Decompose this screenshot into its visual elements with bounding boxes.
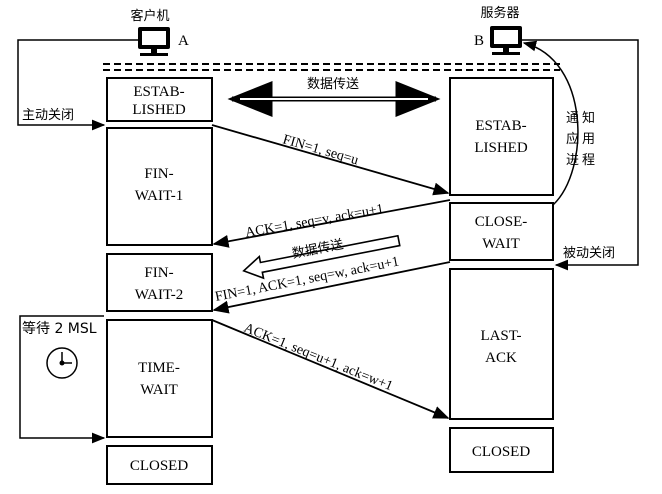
svg-text:CLOSE-: CLOSE-	[475, 214, 528, 230]
msg-label-final-ack: ACK=1, seq=u+1, ack=w+1	[242, 321, 395, 395]
active-close-connector	[17, 39, 138, 131]
svg-text:FIN-: FIN-	[144, 265, 173, 281]
clock-icon	[46, 347, 78, 379]
client-state-time-wait: TIME- WAIT	[106, 319, 213, 438]
svg-text:WAIT-1: WAIT-1	[135, 188, 184, 204]
wait-2msl-connector	[19, 315, 106, 444]
svg-text:CLOSED: CLOSED	[130, 458, 189, 474]
svg-text:WAIT: WAIT	[140, 382, 178, 398]
data-transfer-label-top: 数据传送	[307, 77, 359, 92]
passive-close-connector	[522, 39, 639, 271]
msg-label-ack: ACK=1, seq=v, ack=u+1	[244, 202, 385, 241]
client-computer-icon	[138, 27, 170, 56]
data-transfer-hollow-arrow	[242, 234, 401, 280]
svg-text:WAIT-2: WAIT-2	[135, 287, 184, 303]
server-name: 服务器	[480, 5, 519, 21]
msg-arrow-ack	[212, 199, 451, 248]
server-state-established: ESTAB- LISHED	[449, 77, 554, 196]
svg-text:WAIT: WAIT	[482, 236, 520, 252]
svg-text:应: 应	[566, 131, 579, 147]
notify-app-curve	[522, 40, 579, 206]
client-state-fin-wait-2: FIN- WAIT-2	[106, 253, 213, 312]
msg-arrow-fin-ack	[212, 261, 451, 314]
passive-close-label: 被动关闭	[563, 246, 615, 261]
server-computer-icon	[490, 26, 522, 55]
svg-text:LAST-: LAST-	[480, 328, 521, 344]
svg-text:知: 知	[582, 110, 595, 126]
client-state-fin-wait-1: FIN- WAIT-1	[106, 127, 213, 246]
svg-text:通: 通	[566, 111, 579, 126]
msg-arrow-final-ack	[211, 319, 450, 419]
svg-text:FIN-: FIN-	[144, 166, 173, 182]
client-tag: A	[178, 33, 189, 49]
svg-text:用: 用	[582, 132, 595, 147]
msg-label-fin: FIN=1, seq=u	[281, 132, 360, 168]
svg-text:CLOSED: CLOSED	[472, 444, 531, 460]
wait-2msl-label: 等待 2 MSL	[22, 320, 97, 337]
svg-text:ESTAB-: ESTAB-	[475, 118, 526, 134]
svg-text:ACK: ACK	[485, 350, 517, 366]
server-state-last-ack: LAST- ACK	[449, 268, 554, 420]
svg-text:程: 程	[582, 153, 595, 168]
svg-text:LISHED: LISHED	[474, 140, 527, 156]
client-state-established: ESTAB- LISHED	[106, 77, 213, 122]
svg-text:进: 进	[566, 153, 579, 168]
svg-text:ESTAB-: ESTAB-	[133, 84, 184, 100]
client-state-closed: CLOSED	[106, 445, 213, 485]
msg-arrow-fin	[211, 124, 450, 196]
svg-text:LISHED: LISHED	[132, 102, 185, 118]
client-name: 客户机	[130, 8, 169, 24]
server-tag: B	[474, 33, 484, 49]
server-state-close-wait: CLOSE- WAIT	[449, 202, 554, 261]
server-state-closed: CLOSED	[449, 427, 554, 473]
notify-app-label: 通 知 应 用 进 程	[566, 110, 595, 168]
active-close-label: 主动关闭	[22, 108, 74, 123]
svg-text:TIME-: TIME-	[138, 360, 180, 376]
